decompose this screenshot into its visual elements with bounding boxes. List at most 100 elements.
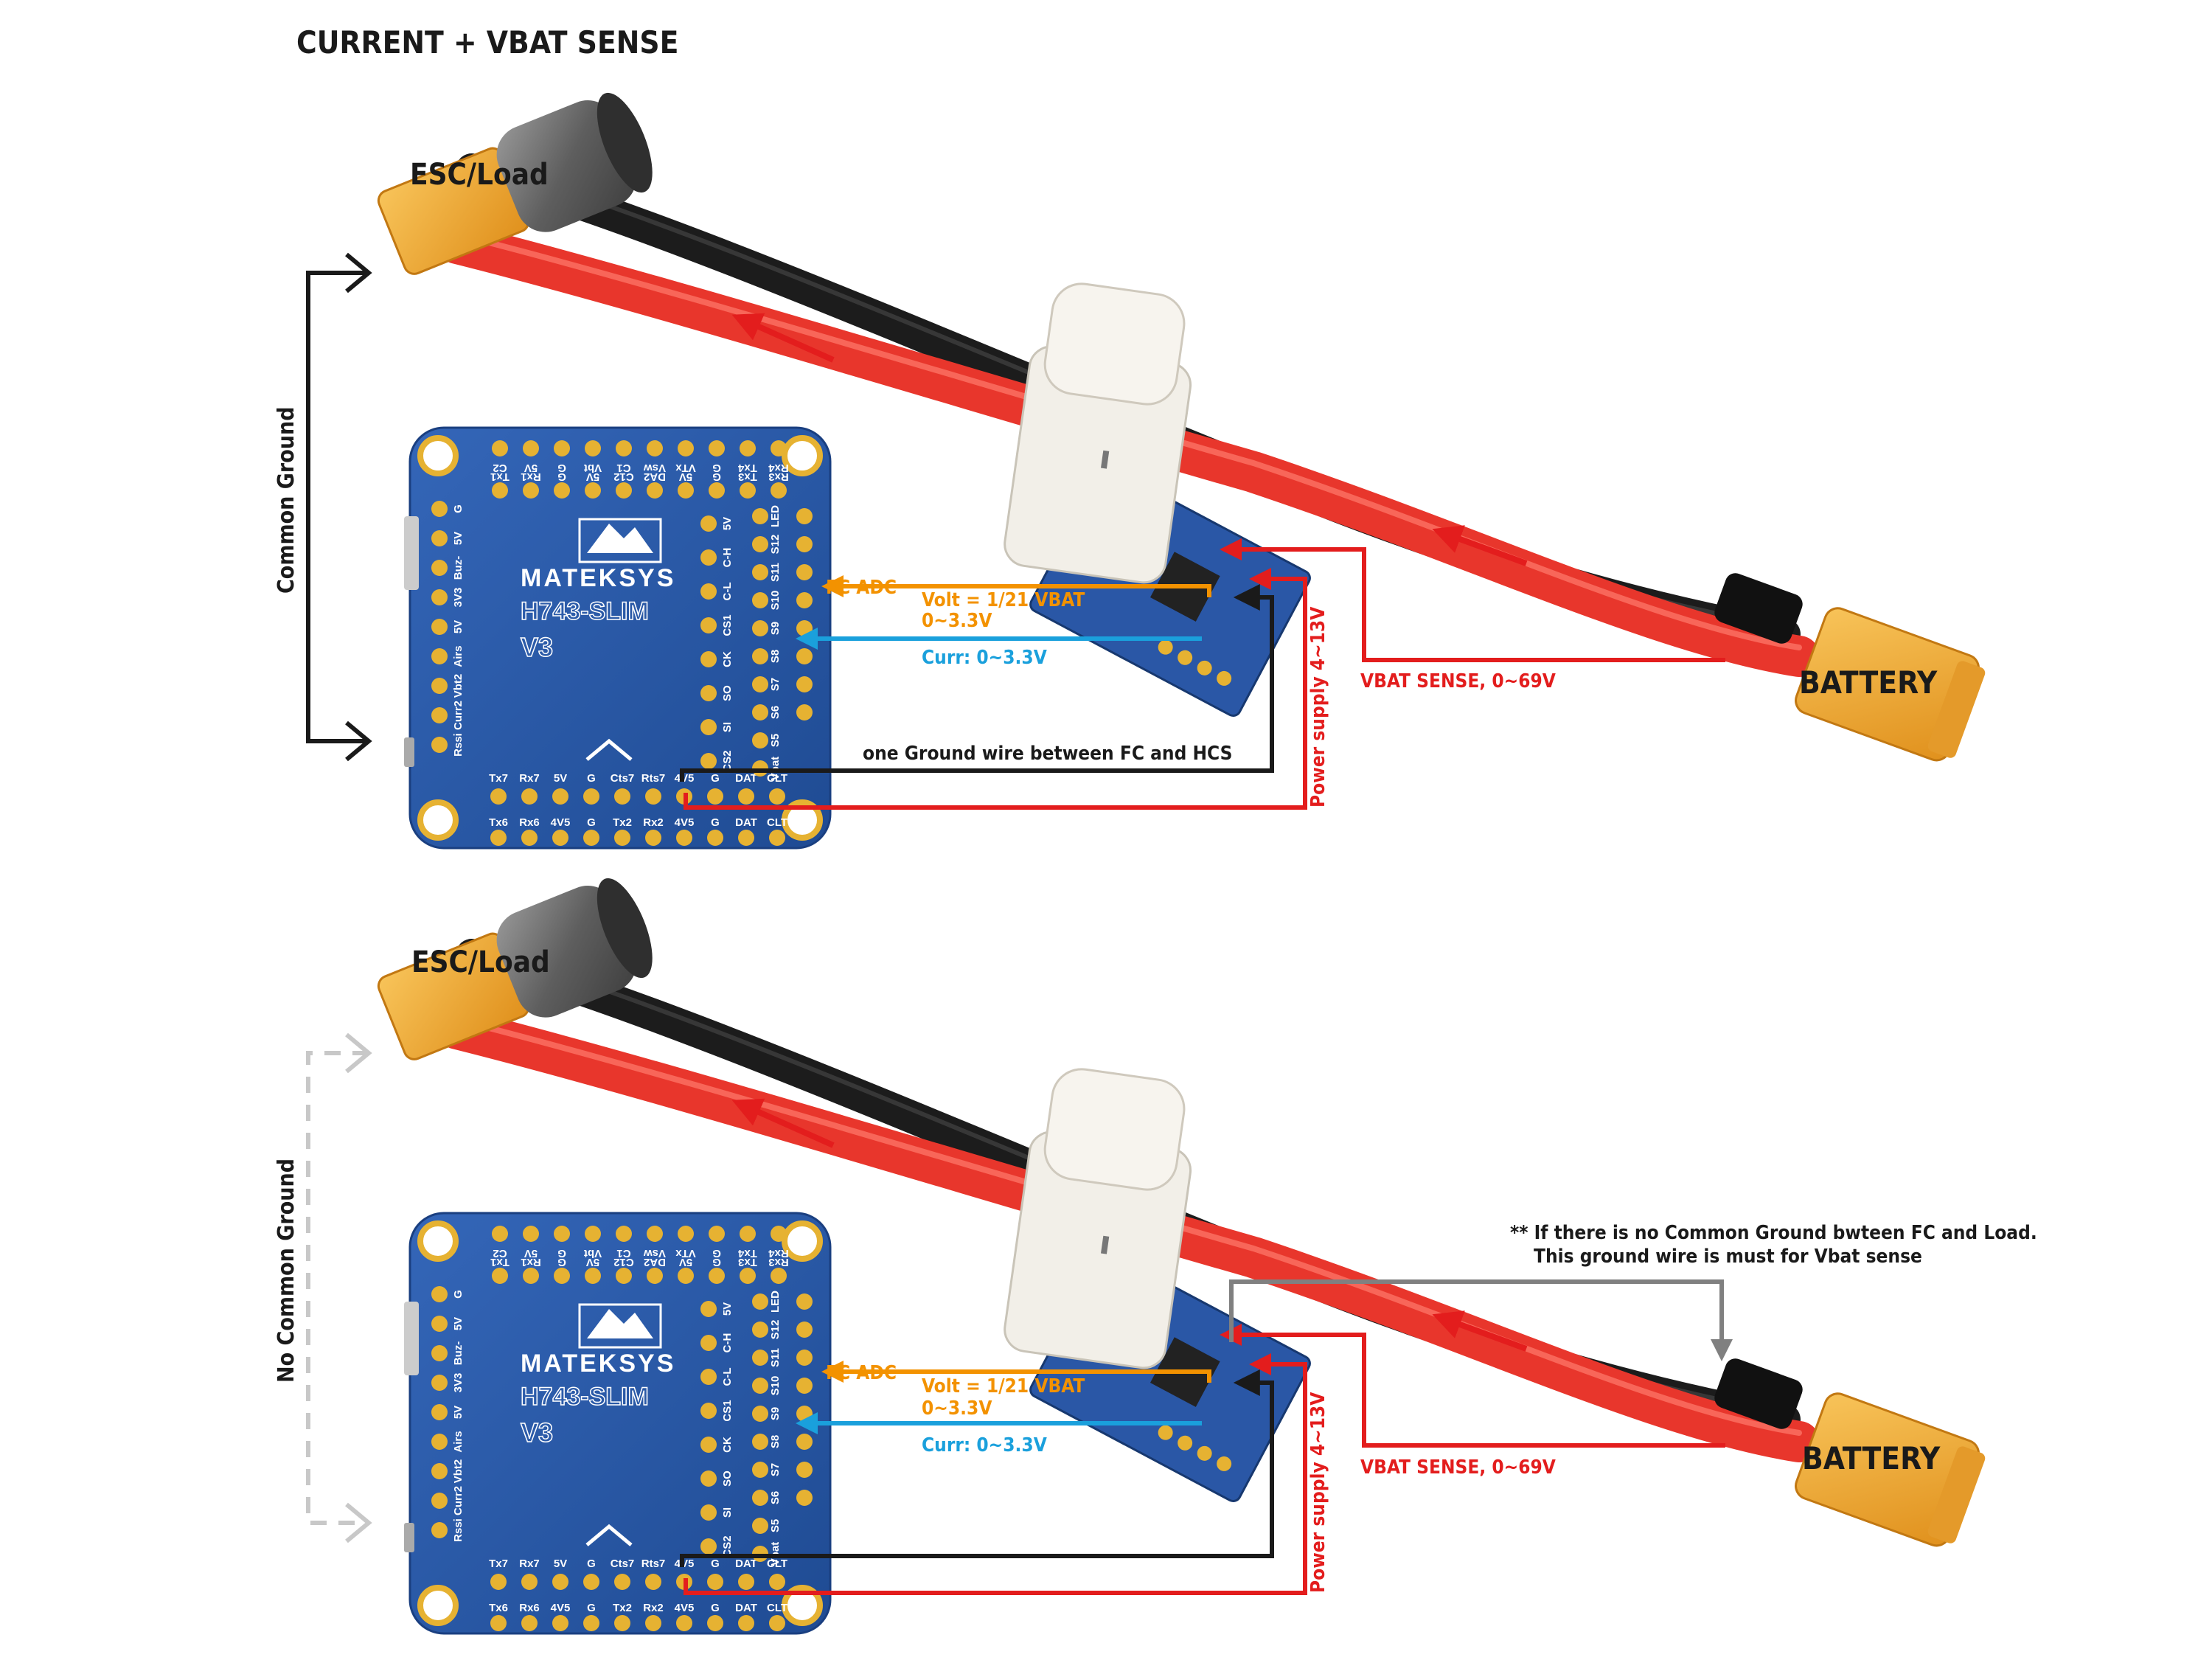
solder-pad [700,1369,717,1385]
pin-label: 5V [586,1256,599,1268]
page-title: CURRENT + VBAT SENSE [296,24,678,60]
solder-pad [752,1406,768,1422]
vbat-sense-label-2: VBAT SENSE, 0~69V [1360,1456,1556,1479]
common-ground-bracket [306,271,369,743]
solder-pad [700,1504,717,1521]
solder-pad [796,1406,813,1422]
solder-pad [431,1286,448,1302]
solder-pad [645,788,661,805]
solder-pad [752,1518,768,1534]
solder-pad [431,1345,448,1361]
pin-label: S8 [769,650,782,663]
solder-pad [523,1268,539,1284]
pin-label: S12 [769,535,782,555]
ground-wire-line [680,584,1274,782]
ground-wire-line-2 [680,1369,1274,1567]
solder-pad [431,737,448,753]
pin-label: 5V [452,1406,465,1419]
esc-load-label: ESC/Load [410,158,549,192]
pin-label: 5V [524,1247,538,1260]
note-line-1: ** If there is no Common Ground bwteen F… [1510,1222,2037,1244]
board-model: H743-SLIM [521,597,649,625]
panel-no-common-ground: Rx4Tx4GVTxVswC1VbtG5VC2Rx3Tx3G5VDA2C125V… [274,869,2037,1633]
pin-label: Tx1 [490,1256,509,1268]
pin-label: G [711,772,720,785]
board-model-2: H743-SLIM [521,1383,649,1411]
pin-label: 5V [554,772,567,785]
pin-label: 5V [554,1557,567,1570]
pin-label: Curr2 [452,701,465,730]
solder-pad [738,788,754,805]
solder-pad [521,788,538,805]
solder-pad [583,1574,599,1590]
solder-pad [709,1226,725,1242]
pin-label: S12 [769,1320,782,1340]
pin-label: Tx3 [738,470,757,483]
solder-pad [614,788,630,805]
solder-pad [771,1226,787,1242]
solder-pad [523,1226,539,1242]
solder-pad [645,830,661,846]
power-supply-line-2 [684,1353,1307,1595]
vbat-sense-line [1220,538,1725,662]
pin-label: G [712,470,721,483]
solder-pad [700,1335,717,1351]
pin-label: G [557,462,566,474]
solder-pad [796,648,813,664]
solder-pad [492,1226,508,1242]
solder-pad [521,1615,538,1631]
solder-pad [752,564,768,580]
pin-label: CS1 [721,614,734,636]
pin-label: S5 [769,1519,782,1532]
pin-label: DAT [735,772,757,785]
pin-label: G [557,1256,566,1268]
panel-common-ground: Rx4Tx4GVTxVswC1VbtG5VC2Rx3Tx3G5VDA2C125V… [274,83,1989,848]
pin-label: 5V [721,517,734,530]
pin-label: C12 [613,470,634,483]
solder-pad [796,676,813,692]
pin-label: S7 [769,1463,782,1476]
pin-label: Rx1 [521,470,541,483]
solder-pad [492,482,508,499]
pin-label: CS2 [721,750,734,771]
solder-pad [740,482,756,499]
fc-adc-label: FC ADC [826,577,897,599]
pin-label: G [587,1557,596,1570]
solder-pad [431,1434,448,1450]
solder-pad [796,1350,813,1366]
solder-pad [738,1574,754,1590]
solder-pad [616,1226,632,1242]
solder-pad [796,620,813,636]
pin-label: Rx7 [519,1557,540,1570]
pin-label: G [711,1602,720,1614]
solder-pad [490,1615,507,1631]
no-common-ground-bracket [306,1051,369,1525]
solder-pad [490,830,507,846]
solder-pad [796,1490,813,1506]
solder-pad [431,678,448,694]
pin-label: SO [721,685,734,701]
pin-label: Tx7 [489,772,508,785]
pin-label: 5V [452,1317,465,1330]
pin-label: CLT [767,1557,787,1570]
pin-label: Rx6 [519,1602,540,1614]
pin-label: Rssi [452,733,465,757]
pin-label: C1 [616,1247,630,1260]
solder-pad [796,536,813,552]
pin-label: G [452,504,465,513]
solder-pad [616,482,632,499]
solder-pad [771,440,787,456]
pin-label: G [712,1256,721,1268]
pin-label: Tx2 [613,1602,632,1614]
solder-pad [647,1226,663,1242]
solder-pad [431,648,448,664]
solder-pad [752,1322,768,1338]
pin-label: VTx [675,462,696,474]
pin-label: Rx4 [768,1247,789,1260]
pin-label: Rx3 [768,1256,789,1268]
pin-label: Vbt2 [452,1459,465,1484]
solder-pad [796,704,813,720]
power-supply-label-2: Power supply 4~13V [1307,1392,1329,1593]
solder-pad [752,1350,768,1366]
volt-range-label-2: 0~3.3V [922,1397,992,1420]
